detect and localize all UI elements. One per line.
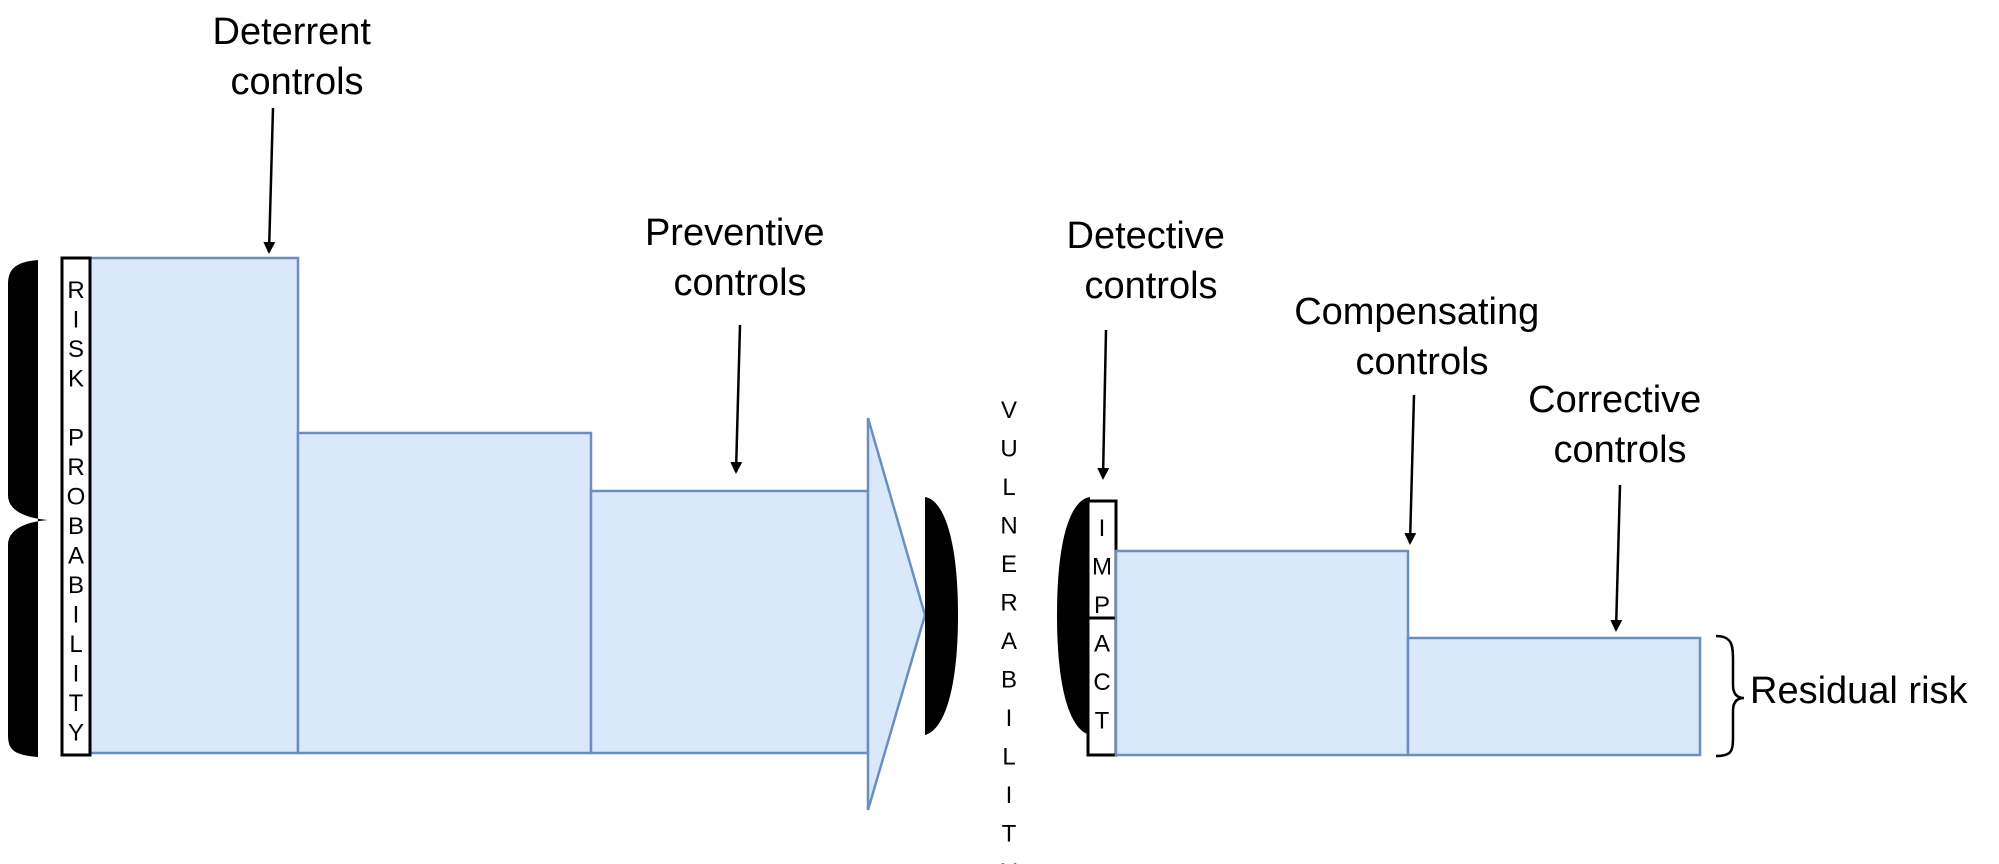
preventive-arrow — [730, 324, 743, 474]
risk-probability-letter: Y — [68, 720, 84, 747]
risk-probability-letter: A — [68, 543, 84, 570]
detective-arrow — [1097, 329, 1110, 480]
risk-probability-letter: B — [68, 513, 84, 540]
vulnerability-letter: E — [1001, 551, 1017, 578]
risk-probability-letter: I — [73, 602, 80, 629]
vulnerability-letter: V — [1001, 397, 1017, 424]
preventive-step — [589, 489, 870, 755]
corrective-arrow — [1610, 484, 1623, 632]
risk-probability-letter: B — [68, 572, 84, 599]
intermediate-step — [296, 431, 593, 755]
vulnerability-letter: R — [1000, 590, 1017, 617]
risk-probability-letter: I — [73, 307, 80, 334]
preventive-label: Preventive controls — [645, 212, 835, 304]
vulnerability-left-cap — [1057, 497, 1090, 735]
impact-letter: T — [1095, 708, 1110, 735]
compensating-arrow — [1404, 394, 1417, 545]
impact-letter: P — [1094, 592, 1110, 619]
risk-probability-letter: I — [73, 661, 80, 688]
vulnerability-letter: N — [1000, 513, 1017, 540]
funnel-arrow — [866, 417, 927, 811]
deterrent-label: Deterrent controls — [213, 11, 382, 103]
deterrent-arrow — [263, 107, 276, 254]
vulnerability-right-cap — [925, 497, 958, 735]
vulnerability-letter: L — [1002, 744, 1015, 771]
vulnerability-letter: U — [1000, 436, 1017, 463]
risk-probability-letter: R — [67, 277, 84, 304]
risk-probability-letter: R — [67, 454, 84, 481]
risk-probability-letter: S — [68, 336, 84, 363]
risk-probability-letter: O — [67, 484, 86, 511]
corrective-label: Corrective controls — [1528, 379, 1712, 471]
vulnerability-letter: B — [1001, 667, 1017, 694]
vulnerability-letter: A — [1001, 628, 1017, 655]
left-curly-brace — [8, 260, 48, 757]
impact-letter: I — [1099, 515, 1106, 542]
risk-probability-letter: L — [69, 631, 82, 658]
impact-letter: M — [1092, 554, 1112, 581]
impact-letter: A — [1094, 631, 1110, 658]
risk-probability-box — [60, 256, 92, 757]
impact-letter: C — [1093, 669, 1110, 696]
vulnerability-letter: Y — [1001, 859, 1017, 864]
vulnerability-letter: T — [1002, 821, 1017, 848]
vulnerability-text: VULNERABILITY — [1000, 397, 1017, 864]
risk-probability-letter: P — [68, 425, 84, 452]
residual-risk-brace — [1715, 634, 1745, 758]
deterrent-step — [86, 256, 300, 755]
vulnerability-letter: I — [1006, 705, 1013, 732]
vulnerability-letter: I — [1006, 782, 1013, 809]
risk-probability-letter: K — [68, 366, 84, 393]
residual-risk-label: Residual risk — [1750, 670, 1969, 712]
detective-label: Detective controls — [1067, 215, 1236, 307]
compensating-step — [1114, 549, 1410, 757]
corrective-step — [1406, 636, 1702, 757]
vulnerability-letter: L — [1002, 474, 1015, 501]
risk-probability-letter: T — [69, 690, 84, 717]
compensating-label: Compensating controls — [1294, 291, 1550, 383]
